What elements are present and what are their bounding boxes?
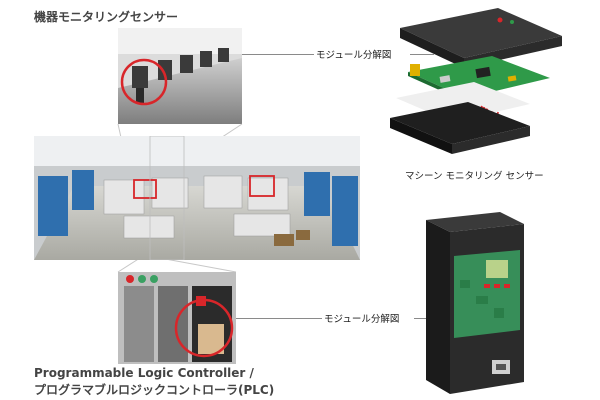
plc-closeup-photo [118,272,236,364]
sensor-closeup-photo [118,28,242,124]
sensor-exploded-module: molex [380,6,570,158]
top-exploded-view-label: モジュール分解図 [316,50,392,61]
plc-title-line2: プログラマブルロジックコントローラ(PLC) [34,383,275,397]
plc-exploded-module [420,210,530,396]
bottom-connector-line [236,318,322,319]
bottom-exploded-view-label: モジュール分解図 [324,314,400,325]
sensor-section-title: 機器モニタリングセンサー [34,10,179,24]
sensor-caption: マシーン モニタリング センサー [405,171,544,182]
plc-title-line1: Programmable Logic Controller / [34,366,254,380]
factory-floor-photo [34,136,360,260]
top-connector-line-right [410,54,434,55]
top-connector-line [242,54,314,55]
bottom-connector-line-right [414,318,426,319]
